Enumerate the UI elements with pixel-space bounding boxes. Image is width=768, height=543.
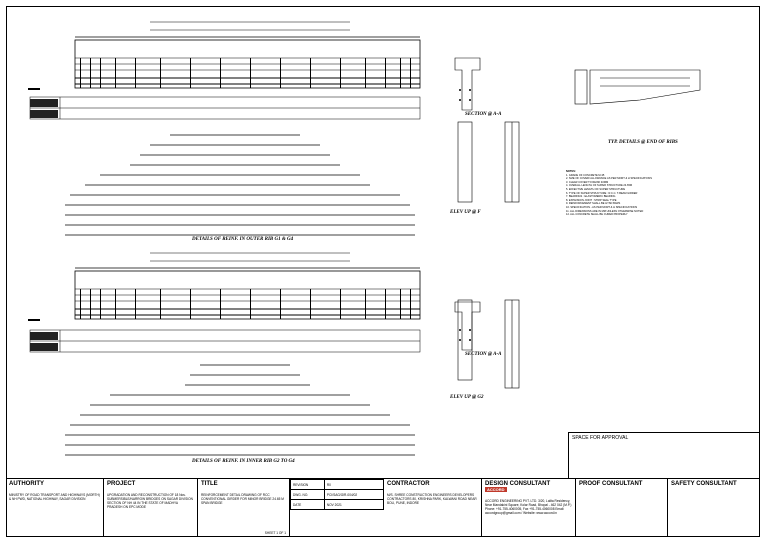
design-label-text: DESIGN CONSULTANT (485, 481, 551, 487)
date-value: NOV 2021 (323, 499, 385, 510)
section-views (454, 57, 701, 389)
proof-consultant-cell: PROOF CONSULTANT (576, 479, 668, 537)
notes-item: 11. ALL DIMENSIONS ARE IN MM UNLESS OTHE… (566, 209, 644, 213)
revision-value: R0 (323, 479, 385, 490)
notes-item: 3. CLEAR COVER TO REINF 40MM (566, 180, 609, 184)
notes-item: 6. TYPE OF SUPER STRUCTURE : R.C.C. T-BE… (566, 191, 638, 195)
safety-consultant-cell: SAFETY CONSULTANT (668, 479, 760, 537)
design-consultant-cell: DESIGN CONSULTANT ACCORD ACCORD ENGINEER… (482, 479, 576, 537)
elev-top-caption: ELEV UP @ F (450, 210, 481, 215)
notes-item: 12. ALL CONCRETE SHALL BE CURED PROPERLY (566, 213, 628, 217)
notes-item: 5. EFFECTIVE LENGTH OF SUPER STRUCTURE (566, 187, 626, 191)
dwg-no-label: DWG. NO. (290, 489, 325, 500)
notes-block: NOTES: 1. GRADE OF CONCRETE M-35 2. SIZE… (566, 170, 754, 217)
section-aa-bottom-caption: SECTION @ A-A (465, 352, 502, 357)
title-label: TITLE (201, 481, 218, 487)
contractor-text: M/S. SHREE CONSTRUCTION ENGINEERS DEVELO… (387, 493, 477, 505)
title-text: REINFORCEMENT DETAIL DRAWING OF RCC CONV… (201, 493, 284, 505)
safety-consultant-label: SAFETY CONSULTANT (671, 481, 737, 487)
typ-details-caption: TYP. DETAILS @ END OF RIBS (608, 140, 678, 145)
outer-rib-stirrups (28, 58, 411, 118)
outer-rib-elevation (29, 21, 421, 120)
project-label: PROJECT (107, 481, 136, 487)
contractor-cell: CONTRACTOR M/S. SHREE CONSTRUCTION ENGIN… (384, 479, 482, 537)
notes-item: 2. SIZE OF COVER/ ALLOWANCE AS PER MORT … (566, 177, 652, 181)
drawing-sheet (6, 6, 760, 537)
inner-rib-caption: DETAILS OF REINF. IN INNER RIB G2 TO G4 (192, 459, 295, 464)
design-consultant-text: ACCORD ENGINEERING PVT. LTD. 3/20, Lalit… (485, 499, 572, 515)
inner-rib-elevation (29, 252, 421, 353)
sheet-number: SHEET 1 OF 1 (264, 531, 286, 535)
title-block: AUTHORITY MINISTRY OF ROAD TRANSPORT AND… (6, 478, 760, 537)
approval-label: SPACE FOR APPROVAL (572, 435, 629, 441)
section-rebar-dots (459, 89, 471, 341)
authority-label: AUTHORITY (9, 481, 44, 487)
authority-text: MINISTRY OF ROAD TRANSPORT AND HIGHWAYS … (9, 493, 100, 501)
authority-cell: AUTHORITY MINISTRY OF ROAD TRANSPORT AND… (6, 479, 104, 537)
accord-logo: ACCORD (485, 487, 507, 492)
revision-label: REVISION (290, 479, 325, 490)
notes-item: 4. OVERALL LENGTH OF SUPER STRUCTURE 24.… (566, 184, 633, 188)
inner-bar-schedule (65, 364, 415, 456)
outer-rib-caption: DETAILS OF REINF. IN OUTER RIB G1 & G4 (192, 237, 294, 242)
date-label: DATE (290, 499, 325, 510)
notes-item: 8. EXPANSION JOINT : STRIP SEAL TYPE (566, 198, 617, 202)
notes-item: 9. REINFORCEMENT SHALL BE HYSD BARS (566, 202, 621, 206)
dwg-no-value: PCI/SAG/GIR-004/02 (323, 489, 385, 500)
section-aa-top-caption: SECTION @ A-A (465, 112, 502, 117)
proof-consultant-label: PROOF CONSULTANT (579, 481, 643, 487)
design-consultant-label: DESIGN CONSULTANT ACCORD (485, 481, 572, 493)
notes-item: 7. BEARINGS : ELASTOMERIC BEARING (566, 195, 616, 199)
notes-title: NOTES: (566, 170, 576, 173)
outer-bar-schedule (65, 134, 415, 236)
approval-box: SPACE FOR APPROVAL (568, 432, 760, 478)
inner-rib-stirrups (28, 289, 411, 351)
project-cell: PROJECT UPGRADATION AND RECONSTRUCTION O… (104, 479, 198, 537)
notes-item: 10. SPECIFICATION - AS PER MORT & H SPEC… (566, 205, 638, 209)
project-text: UPGRADATION AND RECONSTRUCTION OF 18 Nos… (107, 493, 193, 509)
title-cell: TITLE REINFORCEMENT DETAIL DRAWING OF RC… (198, 479, 290, 537)
elev-bottom-caption: ELEV UP @ G2 (450, 395, 484, 400)
contractor-label: CONTRACTOR (387, 481, 430, 487)
notes-item: 1. GRADE OF CONCRETE M-35 (566, 173, 605, 177)
